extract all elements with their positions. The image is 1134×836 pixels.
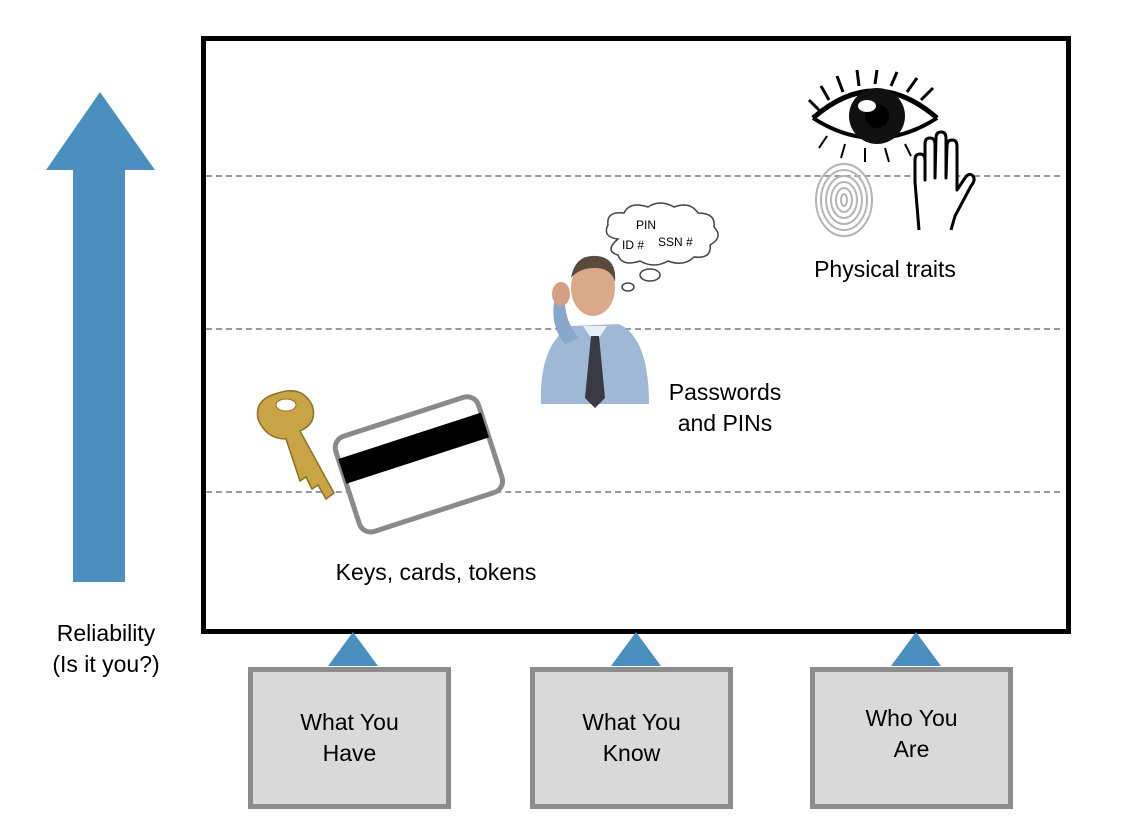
thought-pin: PIN (636, 218, 657, 232)
category-box-are: Who You Are (810, 667, 1013, 809)
category-label-are: Who You Are (865, 705, 958, 762)
key-icon (256, 390, 335, 501)
thought-bubble-icon (605, 202, 719, 292)
fingerprint-icon (815, 163, 873, 237)
category-box-have: What You Have (248, 667, 451, 809)
reliability-label: Reliability (Is it you?) (36, 618, 176, 680)
reliability-label-line1: Reliability (56, 620, 156, 646)
category-label-have: What You Have (300, 709, 399, 766)
reliability-label-line2: (Is it you?) (52, 651, 160, 677)
physical-traits-label: Physical traits (814, 256, 956, 282)
hand-icon (913, 130, 976, 231)
category-box-know: What You Know (530, 667, 733, 809)
category-label-know: What You Know (582, 709, 681, 766)
category-arrow-have (328, 632, 378, 666)
person-thinking-icon (540, 255, 649, 408)
thought-ssn: SSN # (658, 235, 693, 249)
divider-top (206, 175, 1060, 177)
category-arrow-know (611, 632, 661, 666)
divider-bottom (206, 491, 1060, 493)
passwords-label-line1: Passwords (668, 379, 782, 405)
reliability-frame (201, 36, 1071, 634)
category-arrow-are (891, 632, 941, 666)
divider-middle (206, 328, 1060, 330)
passwords-label: Passwords and PINs (650, 377, 800, 439)
thought-id: ID # (622, 238, 645, 252)
keys-label: Keys, cards, tokens (335, 559, 537, 585)
eye-icon (807, 69, 939, 163)
card-icon (332, 394, 506, 535)
passwords-label-line2: and PINs (677, 410, 773, 436)
